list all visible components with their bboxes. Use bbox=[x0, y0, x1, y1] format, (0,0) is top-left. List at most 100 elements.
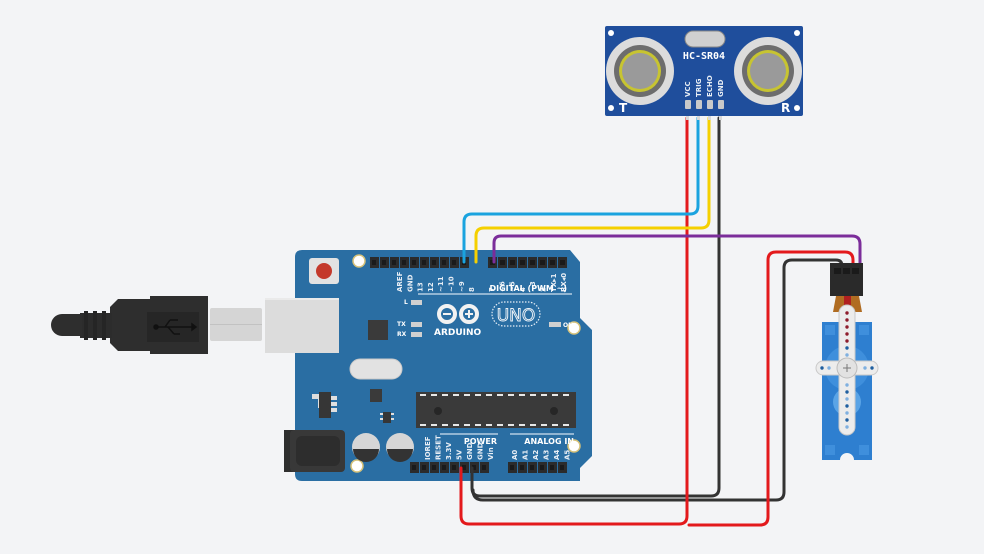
pin-label: GND bbox=[466, 442, 474, 460]
mcu-pin bbox=[519, 394, 525, 396]
vcc-wire[interactable] bbox=[459, 116, 689, 526]
pin-label: IOREF bbox=[424, 436, 432, 460]
socket-hole bbox=[452, 465, 456, 470]
led-rx bbox=[411, 332, 422, 337]
pin-label: RESET bbox=[435, 435, 443, 460]
led-on bbox=[549, 322, 561, 327]
usb-b-port bbox=[265, 298, 339, 353]
usb-cable[interactable] bbox=[51, 296, 262, 354]
led-l-label: L bbox=[404, 299, 408, 306]
uno-badge bbox=[491, 301, 541, 327]
horn-hole bbox=[863, 366, 867, 370]
socket-hole bbox=[422, 260, 426, 265]
socket-hole bbox=[530, 465, 534, 470]
dc-power-jack[interactable] bbox=[284, 430, 345, 472]
horn-hole bbox=[845, 339, 849, 343]
servo-connector[interactable] bbox=[830, 263, 863, 296]
horn-hole bbox=[820, 366, 824, 370]
socket-hole bbox=[452, 260, 456, 265]
receiver-label: R bbox=[781, 101, 790, 115]
sensor-pin-label: GND bbox=[717, 79, 725, 97]
mcu-pin bbox=[541, 394, 547, 396]
mcu-pin bbox=[475, 424, 481, 426]
horn-hole bbox=[845, 425, 849, 429]
mcu-pin bbox=[420, 394, 426, 396]
sensor-pin-label: ECHO bbox=[706, 75, 714, 97]
mcu-pin bbox=[497, 394, 503, 396]
pin-label: ~5 bbox=[509, 281, 517, 292]
led-on-label: ON bbox=[563, 322, 573, 329]
mcu-pin bbox=[541, 424, 547, 426]
mcu-pin bbox=[420, 424, 426, 426]
pin-label: A5 bbox=[564, 450, 572, 460]
pin-label: A2 bbox=[532, 450, 540, 460]
mcu-pin bbox=[497, 424, 503, 426]
servo-motor[interactable] bbox=[815, 263, 879, 460]
mcu-pin bbox=[464, 394, 470, 396]
socket-hole bbox=[510, 260, 515, 265]
pin-label: RX◂0 bbox=[560, 273, 568, 292]
pin-label: 2 bbox=[540, 287, 548, 292]
socket-hole bbox=[462, 465, 466, 470]
echo-wire[interactable] bbox=[474, 116, 711, 264]
mcu-pin bbox=[519, 424, 525, 426]
transmitter-transducer bbox=[606, 37, 674, 105]
socket-hole bbox=[482, 465, 486, 470]
horn-hole bbox=[845, 411, 849, 415]
pin-label: A3 bbox=[543, 450, 551, 460]
mcu-pin bbox=[508, 424, 514, 426]
power-header-label: POWER bbox=[464, 437, 497, 446]
power-header[interactable] bbox=[410, 462, 489, 473]
mcu-pin bbox=[475, 394, 481, 396]
pin-label: A1 bbox=[522, 450, 530, 460]
model-label: UNO bbox=[497, 306, 536, 326]
capacitor bbox=[386, 433, 414, 462]
usb-controller-chip bbox=[368, 320, 388, 340]
socket-hole bbox=[550, 465, 554, 470]
socket-hole bbox=[412, 465, 416, 470]
mounting-hole bbox=[350, 459, 364, 473]
servo-ground-wire[interactable] bbox=[471, 258, 844, 502]
led-tx bbox=[411, 322, 422, 327]
socket-hole bbox=[540, 465, 544, 470]
socket-hole bbox=[540, 260, 545, 265]
crystal bbox=[684, 30, 726, 48]
reset-button[interactable] bbox=[309, 258, 339, 284]
mcu-pin bbox=[464, 424, 470, 426]
capacitor bbox=[352, 433, 380, 462]
socket-hole bbox=[412, 260, 416, 265]
led-rx-label: RX bbox=[397, 331, 407, 338]
pin-label: TX▸1 bbox=[550, 273, 558, 292]
horn-hole bbox=[845, 397, 849, 401]
pin-label: 3.3V bbox=[445, 442, 453, 460]
servo-power-wire[interactable] bbox=[687, 250, 855, 527]
sensor-pin[interactable] bbox=[696, 100, 702, 109]
horn-hole bbox=[845, 404, 849, 408]
mcu-pin bbox=[552, 424, 558, 426]
sensor-pin[interactable] bbox=[718, 100, 724, 109]
servo-signal-wire[interactable] bbox=[492, 234, 862, 274]
receiver-transducer bbox=[734, 37, 802, 105]
pin-label: ~6 bbox=[498, 281, 506, 292]
pin-label: 8 bbox=[468, 287, 476, 292]
mounting-hole bbox=[567, 321, 581, 335]
socket-hole bbox=[520, 260, 525, 265]
analog-header[interactable] bbox=[508, 462, 567, 473]
screw-icon bbox=[843, 364, 851, 372]
socket-hole bbox=[530, 260, 535, 265]
mounting-hole bbox=[567, 439, 581, 453]
sensor-pin[interactable] bbox=[707, 100, 713, 109]
servo-horn bbox=[815, 304, 879, 436]
mcu-pin bbox=[442, 424, 448, 426]
usb-icon bbox=[153, 319, 198, 335]
sensor-model-label: HC-SR04 bbox=[683, 51, 725, 62]
arduino-logo-icon bbox=[437, 304, 479, 324]
pin-label: A4 bbox=[553, 450, 561, 460]
pin-label: A0 bbox=[511, 450, 519, 460]
digital-header[interactable] bbox=[370, 257, 567, 268]
trig-wire[interactable] bbox=[462, 116, 700, 264]
sensor-pin[interactable] bbox=[685, 100, 691, 109]
led-tx-label: TX bbox=[397, 321, 406, 328]
